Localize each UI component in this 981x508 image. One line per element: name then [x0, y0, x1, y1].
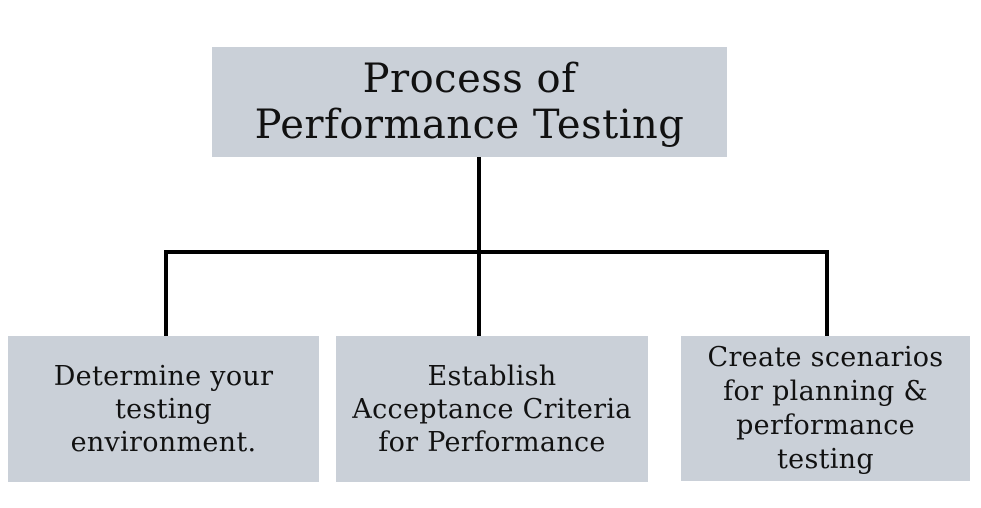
- child-node-label: Establish Acceptance Criteria for Perfor…: [352, 360, 632, 458]
- child-node-environment: Determine your testing environment.: [8, 336, 319, 482]
- root-node: Process of Performance Testing: [212, 47, 727, 157]
- child-node-label: Create scenarios for planning & performa…: [707, 341, 944, 475]
- root-node-label: Process of Performance Testing: [254, 56, 685, 148]
- child-node-acceptance-criteria: Establish Acceptance Criteria for Perfor…: [336, 336, 648, 482]
- child-node-label: Determine your testing environment.: [53, 360, 274, 458]
- child-node-scenarios: Create scenarios for planning & performa…: [681, 336, 970, 481]
